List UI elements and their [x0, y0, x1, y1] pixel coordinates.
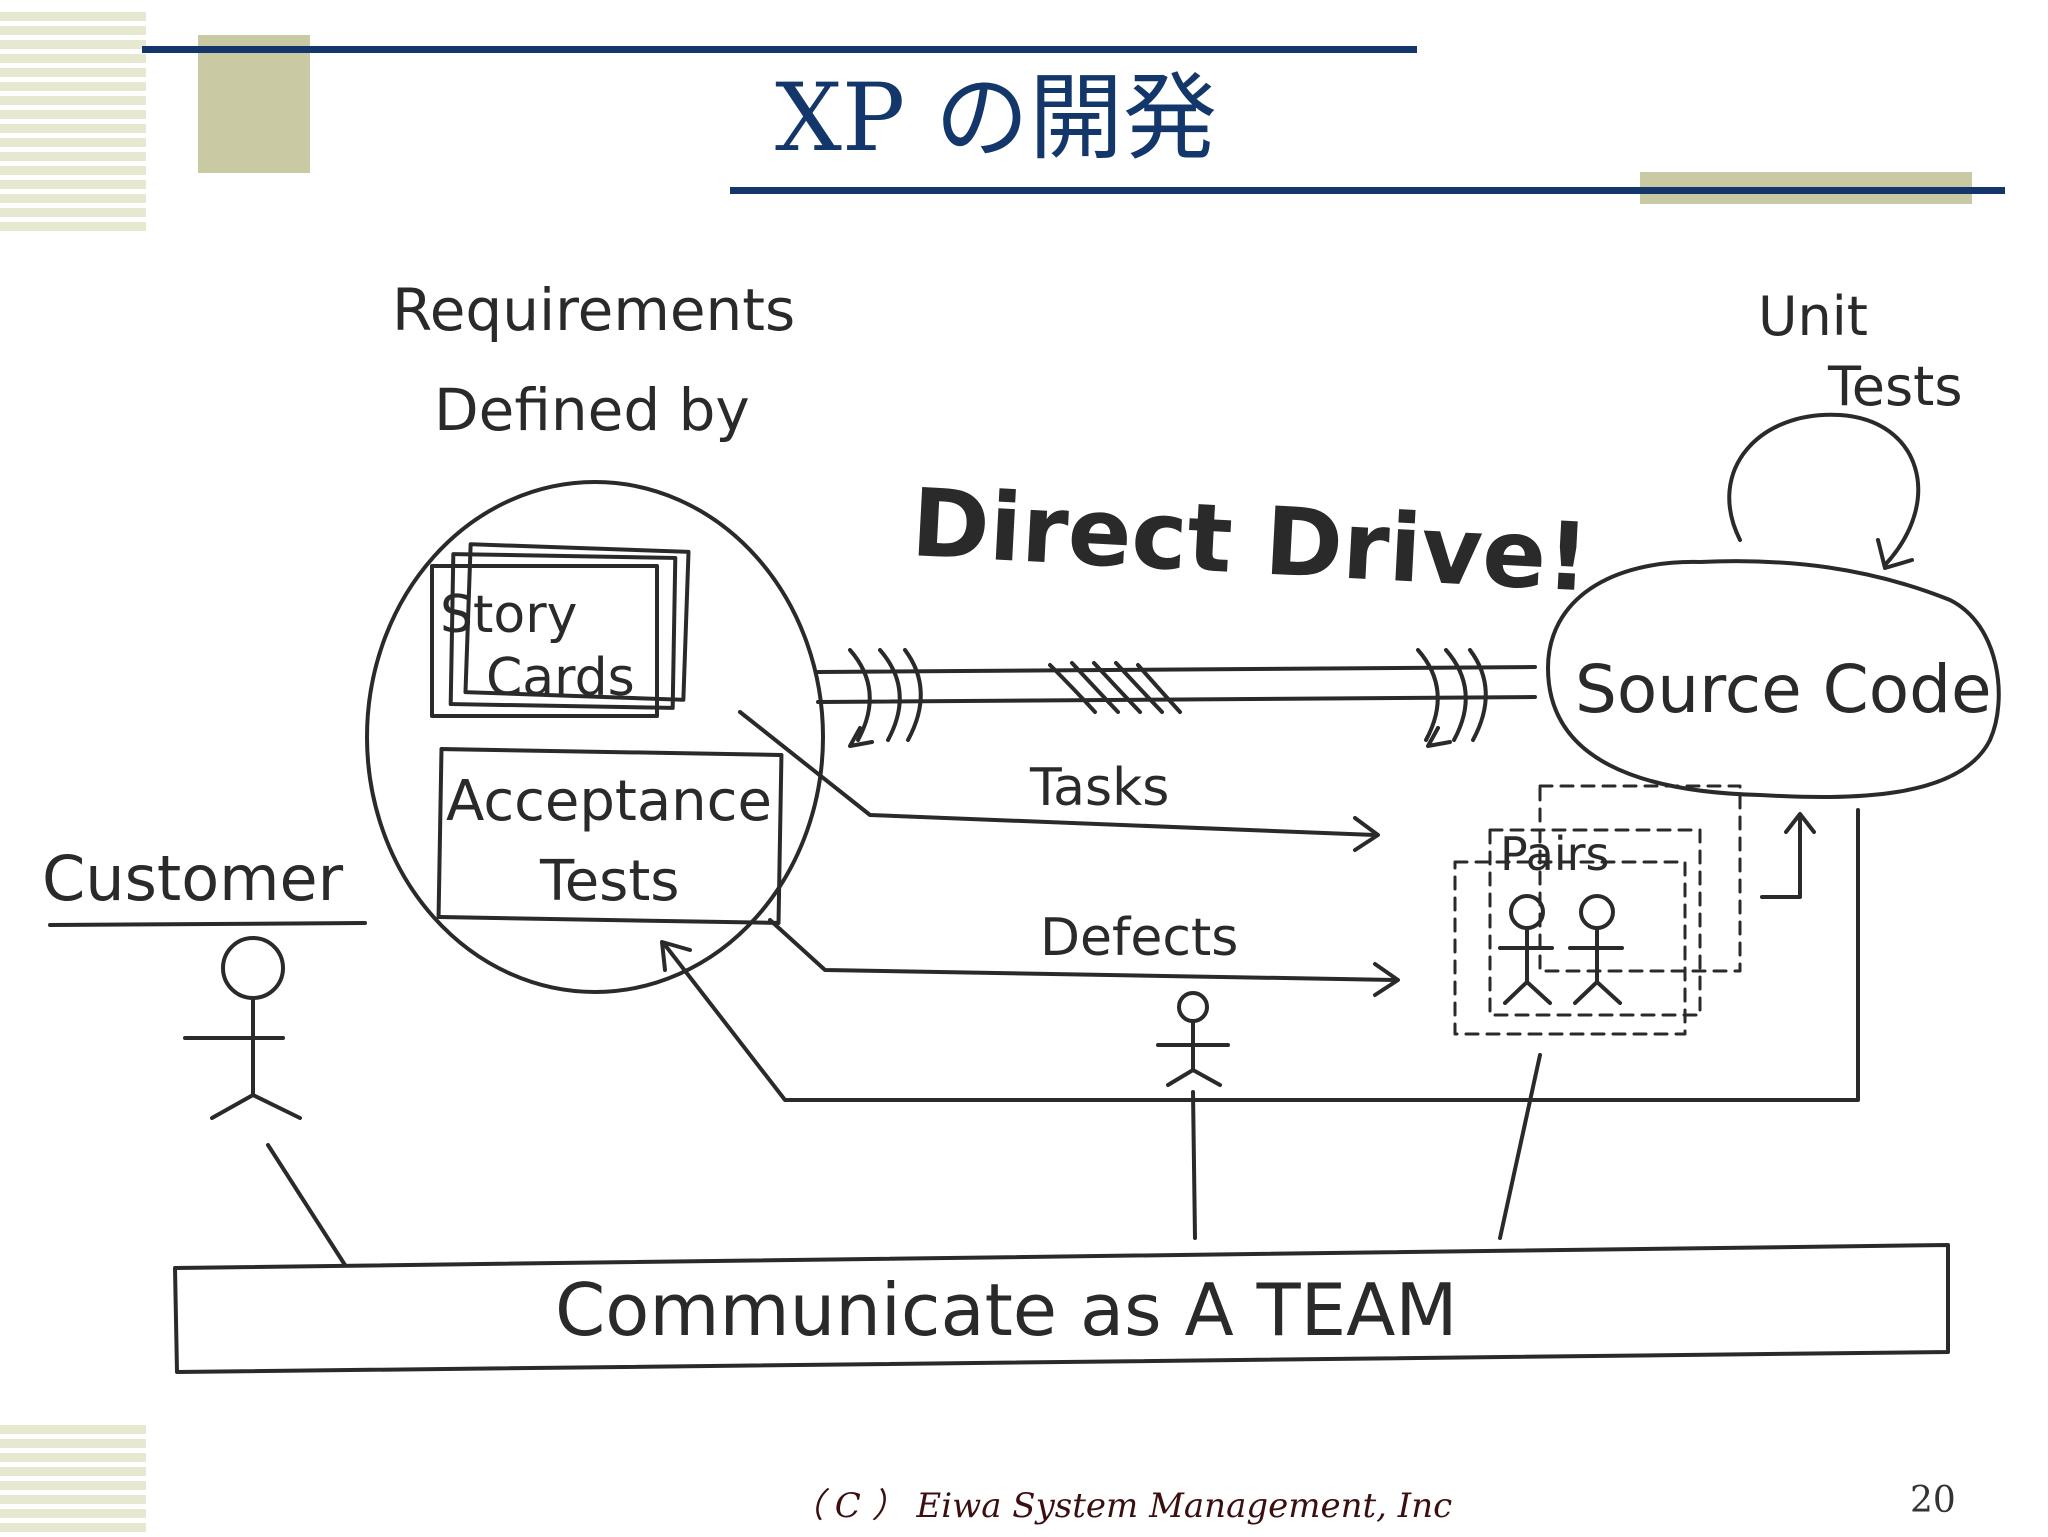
requirements-label-line1: Requirements [392, 276, 795, 344]
story-cards-line1: Story [440, 585, 577, 645]
title-rule-bottom [730, 187, 2005, 194]
team-bar [173, 1243, 1950, 1374]
pairs-to-team-line [1498, 1053, 1542, 1240]
page-number: 20 [1910, 1480, 1956, 1521]
acceptance-tests-box [436, 747, 784, 925]
pairs-to-source-arrow [1760, 816, 1802, 899]
unit-tests-loop [1727, 412, 1921, 567]
rope-twist-right [1416, 648, 1488, 748]
copyright-footer: （ C ） Eiwa System Management, Inc [790, 1486, 1453, 1526]
story-cards-line2: Cards [486, 648, 635, 708]
requirements-circle [365, 480, 825, 994]
rope-twist-left [848, 648, 923, 748]
pair-figure-right [1568, 894, 1624, 1005]
source-code-blob [1546, 559, 2001, 799]
requirements-label-line2: Defined by [434, 376, 750, 444]
tasks-arrow [738, 710, 1377, 837]
defects-label: Defects [1040, 908, 1238, 968]
story-card-back [463, 542, 691, 702]
title-rule-top [142, 46, 1417, 53]
source-code-label: Source Code [1575, 651, 1992, 728]
customer-figure [183, 936, 302, 1120]
customer-to-team-line [266, 1143, 347, 1267]
acceptance-tests-line2: Tests [539, 849, 679, 914]
rope-knot [1048, 661, 1182, 714]
tasks-label: Tasks [1029, 758, 1169, 818]
unit-tests-arrowhead [1876, 538, 1914, 570]
defects-arrow [768, 918, 1397, 982]
pairs-frames [1453, 784, 1742, 1036]
team-bar-label: Communicate as A TEAM [555, 1268, 1458, 1352]
story-card-mid [448, 552, 678, 710]
pair-figure-left [1498, 894, 1554, 1005]
customer-label: Customer [42, 842, 344, 915]
decor-stripes-bottom [0, 1425, 146, 1537]
acceptance-tests-line1: Acceptance [446, 769, 772, 834]
tester-to-team-line [1191, 1090, 1197, 1240]
rope-line-bottom [816, 695, 1537, 704]
rope-line-top [816, 665, 1537, 674]
page-title: XP の開発 [775, 64, 1218, 173]
pairs-label: Pairs [1500, 827, 1610, 881]
feedback-loop-arrow [663, 808, 1860, 1102]
customer-underline [48, 921, 367, 927]
decor-olive-square [198, 35, 310, 173]
unit-tests-line1: Unit [1758, 285, 1868, 348]
decor-stripes-top [0, 12, 146, 236]
tester-figure [1156, 991, 1230, 1087]
story-card-front [430, 564, 659, 718]
direct-drive-label: Direct Drive! [909, 469, 1592, 613]
unit-tests-line2: Tests [1827, 355, 1962, 418]
